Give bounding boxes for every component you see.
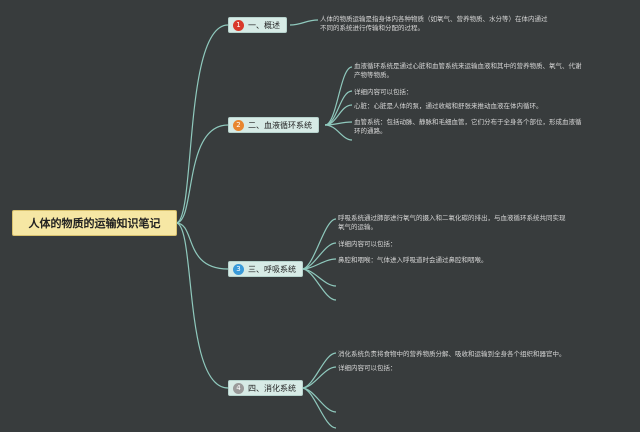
root-connector-2 [175,124,229,224]
branch-label: 一、概述 [248,20,280,30]
leaf-connector-3-stub2 [301,268,337,301]
leaf-connector-4-2 [301,366,337,389]
leaf-respiratory-nose-throat[interactable]: 鼻腔和咽喉：气体进入呼吸道时会通过鼻腔和咽喉。 [338,256,488,264]
leaf-connector-4-1 [301,352,337,389]
number-badge-4: 4 [233,382,244,394]
root-topic[interactable]: 人体的物质的运输知识笔记 [12,210,177,236]
leaf-digestive-details-heading[interactable]: 详细内容可以包括： [338,364,397,372]
leaf-circulation-details-heading[interactable]: 详细内容可以包括： [354,88,413,96]
branch-overview[interactable]: 1 一、概述 [228,17,287,33]
number-badge-1: 1 [233,19,244,31]
leaf-connector-3-1 [301,218,337,270]
leaf-respiratory-details-heading[interactable]: 详细内容可以包括： [338,240,397,248]
branch-label: 二、血液循环系统 [248,120,312,130]
leaf-circulation-definition[interactable]: 血液循环系统是通过心脏和血管系统来运输血液和其中的营养物质、氧气、代谢 产物等物… [354,62,582,79]
leaf-respiratory-definition[interactable]: 呼吸系统通过肺部进行氧气的摄入和二氧化碳的排出，与血液循环系统共同实现 氧气的运… [338,214,566,231]
leaf-circulation-heart[interactable]: 心脏：心脏是人体的泵，通过收缩和舒张来推动血液在体内循环。 [354,102,543,110]
leaf-connector-3-stub [301,268,337,287]
branch-digestive[interactable]: 4 四、消化系统 [228,380,303,396]
root-topic-title: 人体的物质的运输知识笔记 [28,217,161,230]
leaf-connector-4-stub2 [301,387,337,429]
number-badge-2: 2 [233,119,244,131]
root-connector-4 [175,222,229,389]
root-connector-3 [175,222,229,270]
root-connector-1 [175,24,229,224]
leaf-connector-2-1 [324,66,353,126]
leaf-connector-3-3 [301,258,337,270]
branch-label: 三、呼吸系统 [248,264,296,274]
branch-respiratory[interactable]: 3 三、呼吸系统 [228,261,303,277]
leaf-digestive-definition[interactable]: 消化系统负责将食物中的营养物质分解、吸收和运输到全身各个组织和器官中。 [338,350,566,358]
branch-blood-circulation[interactable]: 2 二、血液循环系统 [228,117,319,133]
leaf-circulation-vessels[interactable]: 血管系统：包括动脉、静脉和毛细血管，它们分布于全身各个部位，形成血液循 环的通路… [354,118,582,135]
number-badge-3: 3 [233,263,244,275]
leaf-connector-3-2 [301,242,337,270]
branch-label: 四、消化系统 [248,383,296,393]
leaf-connector-1-1 [289,19,319,26]
leaf-overview-definition[interactable]: 人体的物质运输是指身体内各种物质（如氧气、营养物质、水分等）在体内通过 不同的系… [320,15,548,32]
leaf-connector-2-stub [324,124,353,141]
